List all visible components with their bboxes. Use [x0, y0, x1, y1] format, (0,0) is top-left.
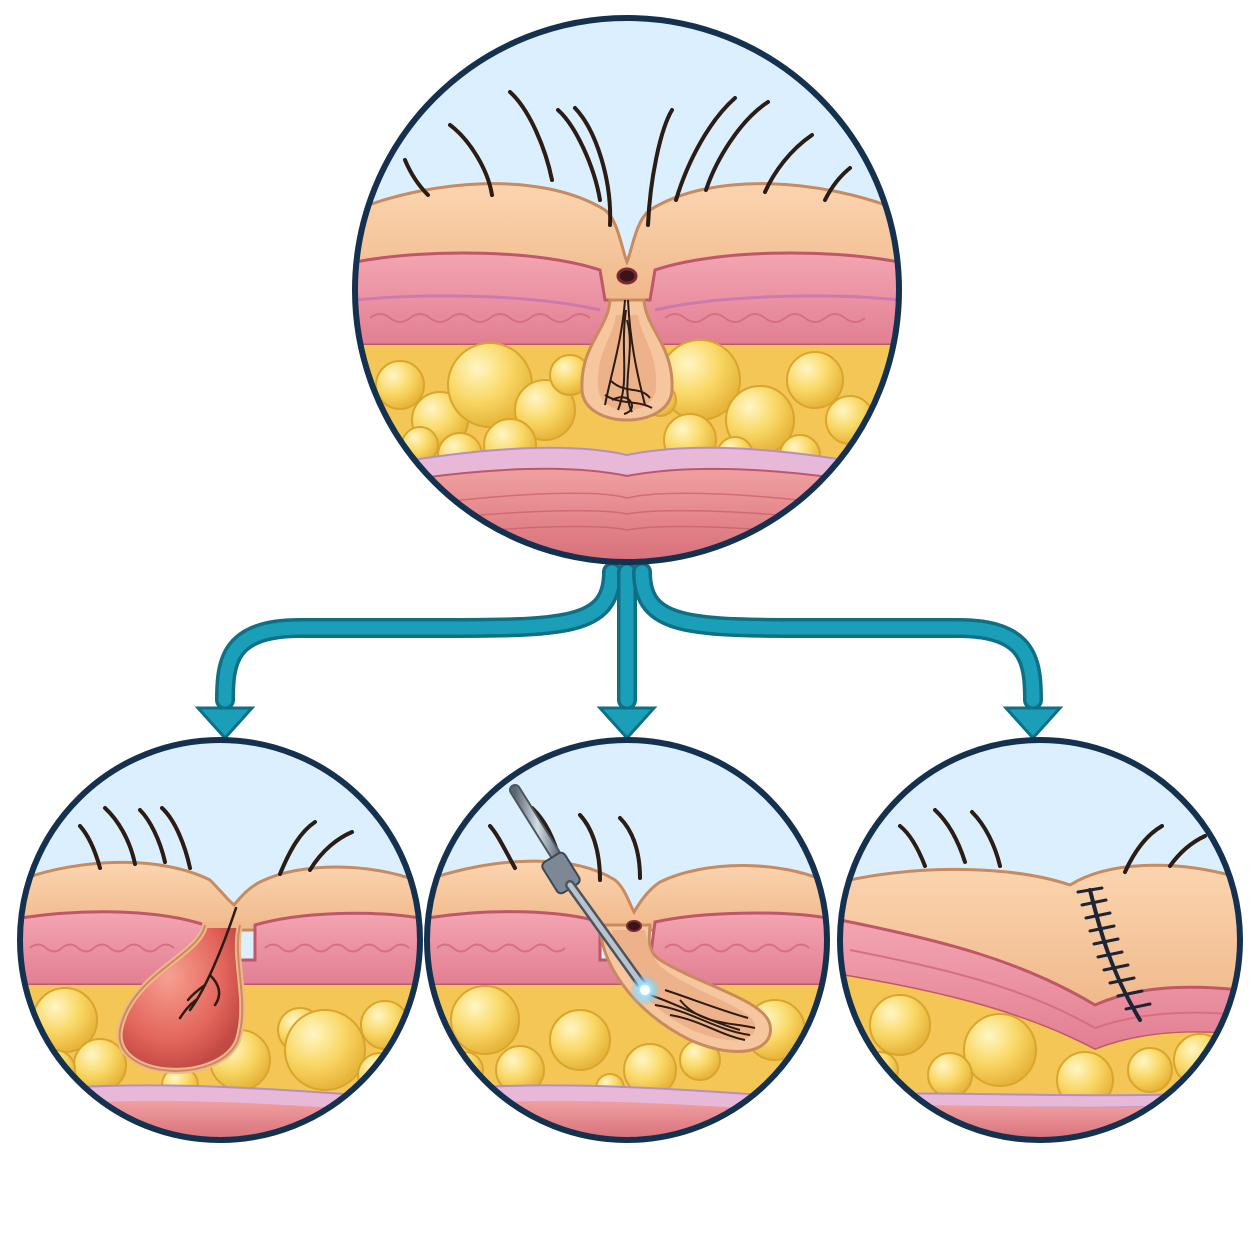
panel-abscess	[17, 737, 423, 1143]
branch-arrows	[194, 562, 1064, 741]
arrowhead-laser	[596, 706, 658, 741]
panel-frame	[424, 737, 830, 1143]
arrow-to-closure	[632, 562, 1043, 710]
hair-follicle-icon	[78, 806, 354, 876]
hair-follicle-icon	[898, 808, 1207, 874]
sinus-opening-icon	[626, 920, 642, 932]
hair-nest-icon	[649, 989, 756, 1041]
panel-laser-probe	[424, 737, 830, 1143]
dermis-layer	[355, 251, 899, 347]
muscle-layer	[427, 1100, 827, 1140]
hair-icon	[178, 906, 238, 1020]
panel-frame	[17, 737, 423, 1143]
suture-line-icon	[1076, 886, 1152, 1022]
hair-follicle-icon	[403, 90, 852, 227]
arrowhead-abscess	[194, 706, 256, 741]
muscle-layer	[20, 1100, 420, 1140]
arrowhead-closure	[1002, 706, 1064, 741]
sinus-opening-icon	[616, 267, 638, 285]
laser-probe-icon	[509, 784, 661, 1006]
panel-frame	[352, 15, 902, 565]
panel-sinus	[352, 15, 902, 565]
panel-sutured-closure	[837, 737, 1243, 1143]
hair-nest-icon	[604, 299, 653, 415]
arrow-to-abscess	[215, 562, 622, 710]
panel-frame	[837, 737, 1243, 1143]
muscle-layer	[840, 1104, 1240, 1140]
dermis-layer	[20, 910, 420, 987]
fat-cells-icon	[375, 339, 875, 478]
dermis-layer	[427, 910, 827, 987]
